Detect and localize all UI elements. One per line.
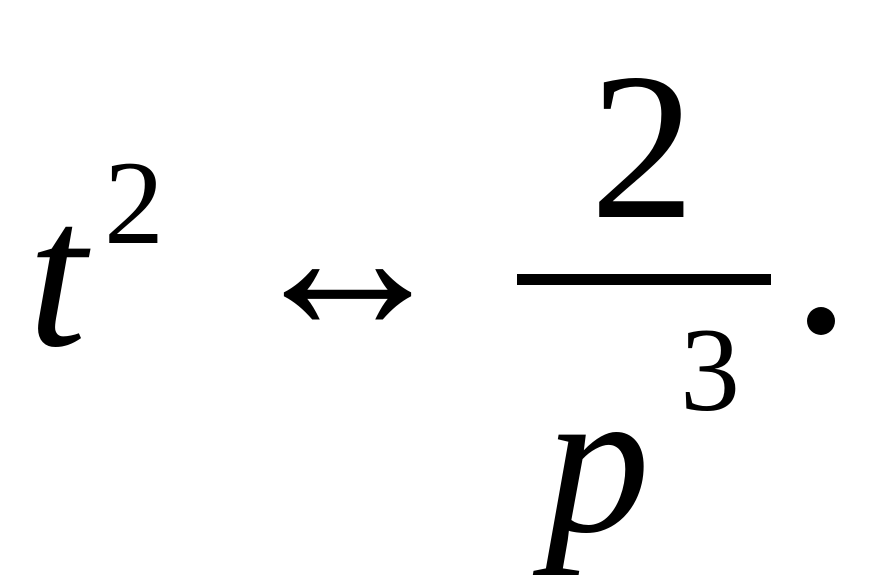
lhs-exponent: 2: [104, 136, 164, 269]
equivalence-arrow-icon: ↔: [240, 138, 455, 377]
fraction-denominator-exponent: 3: [680, 303, 740, 436]
fraction-numerator: 2: [590, 31, 695, 263]
lhs-base: t: [28, 159, 87, 391]
fraction-denominator-base: p: [545, 345, 650, 575]
fraction-bar: [517, 274, 771, 285]
terminal-period: [807, 307, 835, 335]
